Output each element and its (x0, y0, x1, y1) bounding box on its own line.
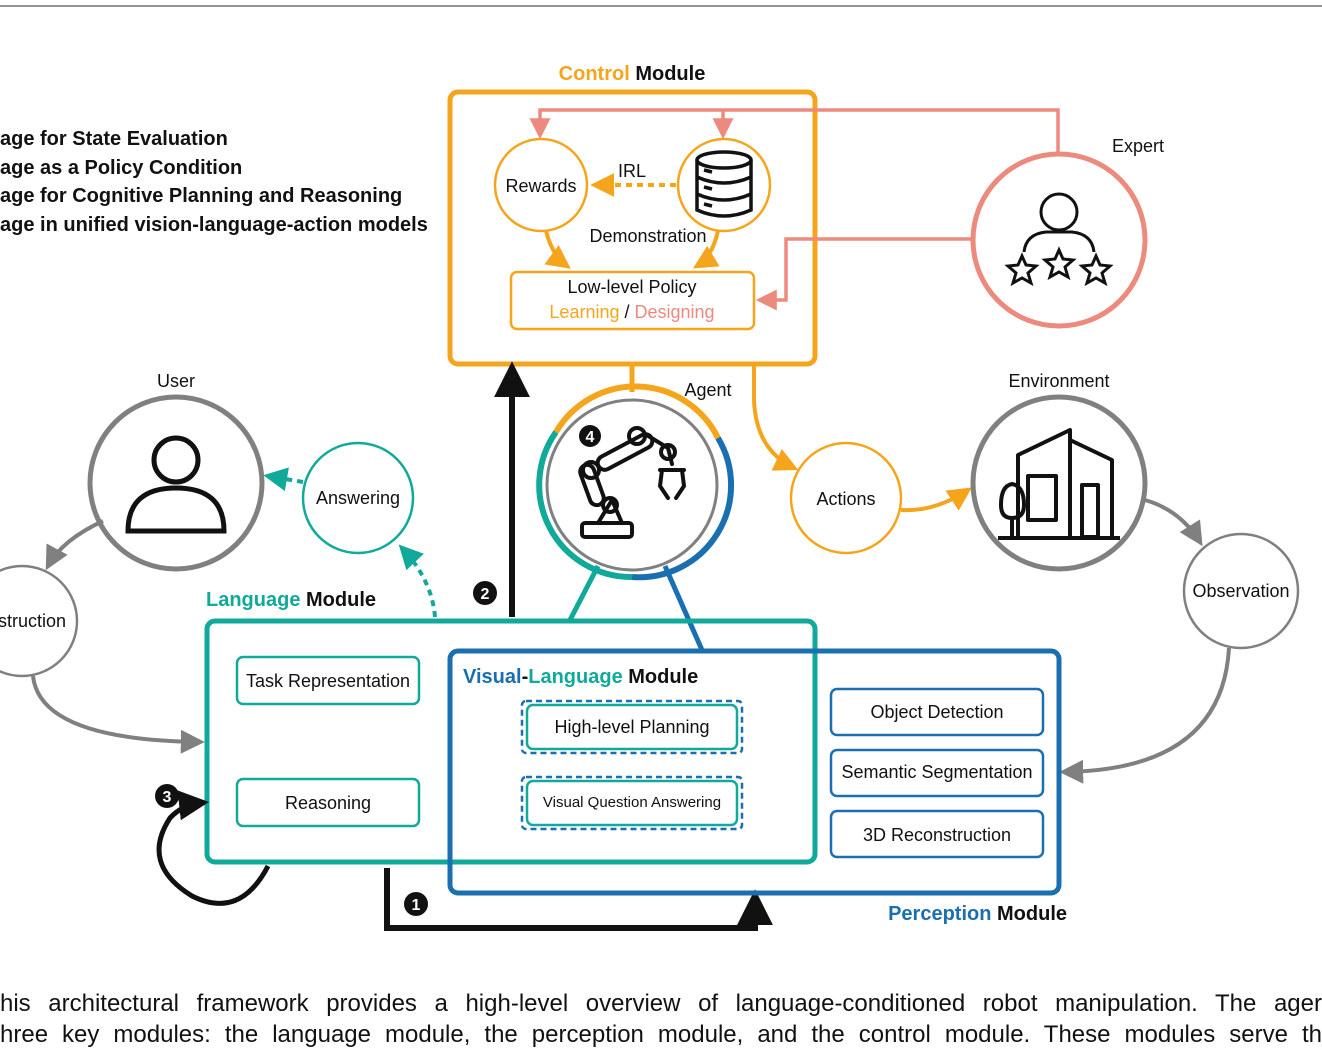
expert-label: Expert (1112, 136, 1164, 156)
user-icon (125, 435, 227, 534)
agent-label: Agent (684, 380, 731, 400)
low-level-policy-label: Low-level Policy (567, 277, 696, 297)
expert-rating-icon (1004, 192, 1114, 287)
low-level-policy-box (509, 270, 756, 331)
connector-1 (384, 868, 773, 931)
expert-to-rewards-arrow (529, 108, 1060, 155)
badge-4-label: 4 (586, 429, 595, 446)
badge-1 (404, 892, 428, 916)
badge-3-label: 3 (163, 789, 172, 806)
language-module-title: Language Module (206, 589, 376, 611)
perception-module-title: Perception Module (888, 903, 1067, 925)
badge-3 (155, 784, 179, 808)
language-module-box (204, 618, 818, 865)
vqa-box (525, 779, 739, 827)
rewards-to-policy-arrow (544, 230, 571, 269)
control-module: Control Module Rewards IRL Demonstration… (447, 63, 1060, 367)
semantic-segmentation-label: Semantic Segmentation (841, 762, 1032, 782)
language-module: Language Module Task Representation Reas… (204, 589, 818, 865)
environment-label: Environment (1008, 371, 1109, 391)
legend-item-2: age as a Policy Condition (0, 157, 242, 179)
caption-line-2: hree key modules: the language module, t… (0, 1021, 1322, 1048)
badge-2-label: 2 (481, 586, 490, 603)
high-level-planning-box (525, 703, 739, 751)
semantic-segmentation-box (829, 748, 1045, 798)
demonstration-to-policy-arrow (692, 230, 720, 269)
control-module-title: Control Module (559, 63, 706, 85)
instruction-to-language-arrow (31, 675, 205, 754)
agent-ring-control (553, 383, 721, 440)
irl-label: IRL (618, 161, 646, 181)
environment-node: Environment (970, 371, 1148, 572)
demonstration-node (676, 137, 772, 233)
agent-ring-language (536, 430, 633, 581)
high-level-planning-outer (520, 699, 744, 755)
perception-module: Visual-Language Module High-level Planni… (447, 648, 1067, 925)
badge-2 (473, 581, 497, 605)
language-to-answering-arrow (398, 544, 437, 618)
vl-module-title: Visual-Language Module (463, 666, 698, 688)
user-to-instruction-arrow (45, 519, 104, 571)
legend-item-3: age for Cognitive Planning and Reasoning (0, 185, 402, 207)
control-module-box (447, 89, 818, 367)
legend: age for State Evaluation age as a Policy… (0, 128, 428, 236)
object-detection-box (829, 687, 1045, 737)
observation-to-perception-arrow (1059, 647, 1231, 784)
reconstruction-3d-box (829, 809, 1045, 859)
task-representation-label: Task Representation (246, 671, 410, 691)
expert-to-policy-arrow (755, 237, 972, 311)
instruction-node: struction (0, 564, 79, 678)
robot-arm-icon (578, 426, 686, 539)
database-icon (695, 150, 753, 218)
actions-label: Actions (816, 489, 875, 509)
object-detection-label: Object Detection (870, 702, 1003, 722)
reasoning-self-loop (156, 790, 271, 906)
user-node: User (87, 371, 265, 572)
high-level-planning-label: High-level Planning (554, 717, 709, 737)
agent-ring-perception (631, 436, 735, 581)
task-representation-box (235, 655, 421, 706)
reasoning-box (235, 777, 421, 828)
actions-node: Actions (789, 441, 903, 555)
caption-line-1: his architectural framework provides a h… (0, 990, 1322, 1017)
badge-1-label: 1 (412, 897, 421, 914)
observation-label: Observation (1192, 581, 1289, 601)
legend-item-1: age for State Evaluation (0, 128, 228, 150)
vqa-outer (520, 775, 744, 831)
agent-node: Agent 4 (536, 366, 799, 652)
answering-node: Answering (301, 441, 415, 555)
actions-to-environment-arrow (900, 487, 972, 513)
demonstration-label: Demonstration (589, 226, 706, 246)
rewards-node (493, 137, 589, 233)
legend-item-4: age in unified vision-language-action mo… (0, 214, 428, 236)
badge-4 (579, 425, 601, 447)
building-icon (998, 428, 1120, 540)
perception-module-box (447, 648, 1062, 896)
vqa-label: Visual Question Answering (543, 794, 721, 811)
environment-to-observation-arrow (1144, 498, 1203, 547)
rewards-label: Rewards (505, 176, 576, 196)
learning-designing-label: Learning / Designing (549, 302, 714, 322)
answering-label: Answering (316, 488, 400, 508)
reconstruction-3d-label: 3D Reconstruction (863, 825, 1011, 845)
expert-node: Expert (970, 136, 1164, 329)
reasoning-label: Reasoning (285, 793, 371, 813)
user-label: User (157, 371, 195, 391)
instruction-label: struction (0, 611, 66, 631)
answering-to-user-arrow (263, 467, 304, 492)
observation-node: Observation (1182, 532, 1300, 650)
